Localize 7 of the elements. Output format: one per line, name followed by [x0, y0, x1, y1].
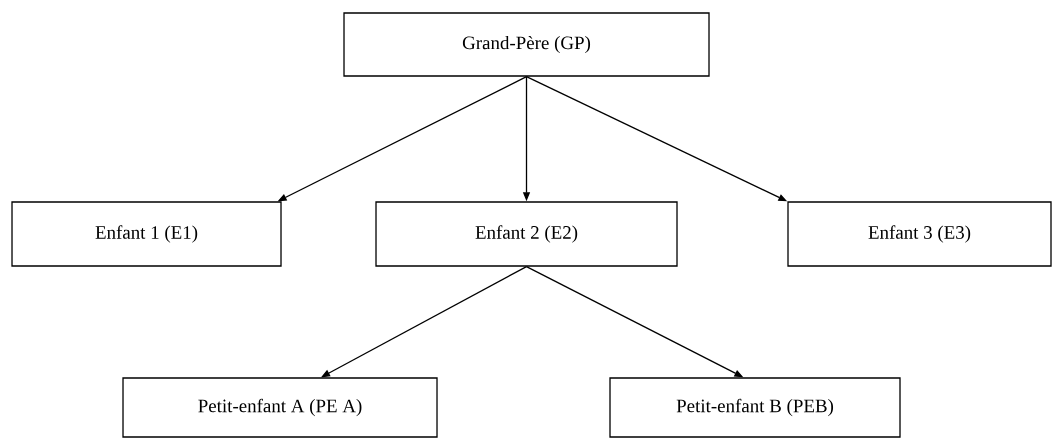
- family-box: Enfant 3 (E3): [787, 201, 1052, 267]
- family-box: Enfant 2 (E2): [375, 201, 678, 267]
- family-box: Petit-enfant B (PEB): [609, 377, 901, 438]
- family-box: Enfant 1 (E1): [11, 201, 282, 267]
- family-box: Grand-Père (GP): [343, 12, 710, 77]
- arrow: [321, 266, 528, 378]
- family-box: Petit-enfant A (PE A): [122, 377, 438, 438]
